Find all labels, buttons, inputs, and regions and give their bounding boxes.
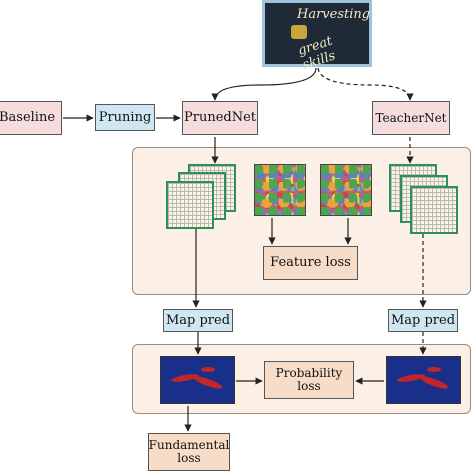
prunednet-box: PrunedNet [182, 101, 258, 135]
map-pred-right-box: Map pred [388, 309, 458, 332]
pruned-attention-map [254, 164, 306, 216]
fundamental-loss-box: Fundamental loss [148, 433, 230, 471]
fundamental-loss-line2: loss [177, 451, 201, 465]
photo-text-1: Harvesting [297, 7, 371, 22]
teacher-attention-map [320, 164, 372, 216]
input-image: Harvesting great skills [262, 0, 372, 73]
probability-loss-line2: loss [297, 379, 321, 393]
fundamental-loss-line1: Fundamental [148, 438, 230, 453]
pruned-probability-map [160, 356, 235, 404]
pruned-feature-map-1 [166, 181, 214, 229]
teacher-probability-map [386, 356, 461, 404]
probability-loss-box: Probability loss [264, 361, 354, 399]
arrow-photo-teacher [317, 67, 414, 101]
teacher-feature-map-1 [410, 186, 458, 234]
feature-loss-box: Feature loss [263, 246, 358, 280]
baseline-box: Baseline [0, 101, 62, 135]
teachernet-box: TeacherNet [372, 101, 450, 135]
photo-text-2: great skills [296, 33, 338, 74]
map-pred-left-box: Map pred [163, 309, 233, 332]
pruning-box: Pruning [95, 104, 155, 131]
arrow-photo-pruned [211, 67, 317, 101]
probability-loss-line1: Probability [275, 366, 343, 381]
photo-object [291, 25, 307, 39]
